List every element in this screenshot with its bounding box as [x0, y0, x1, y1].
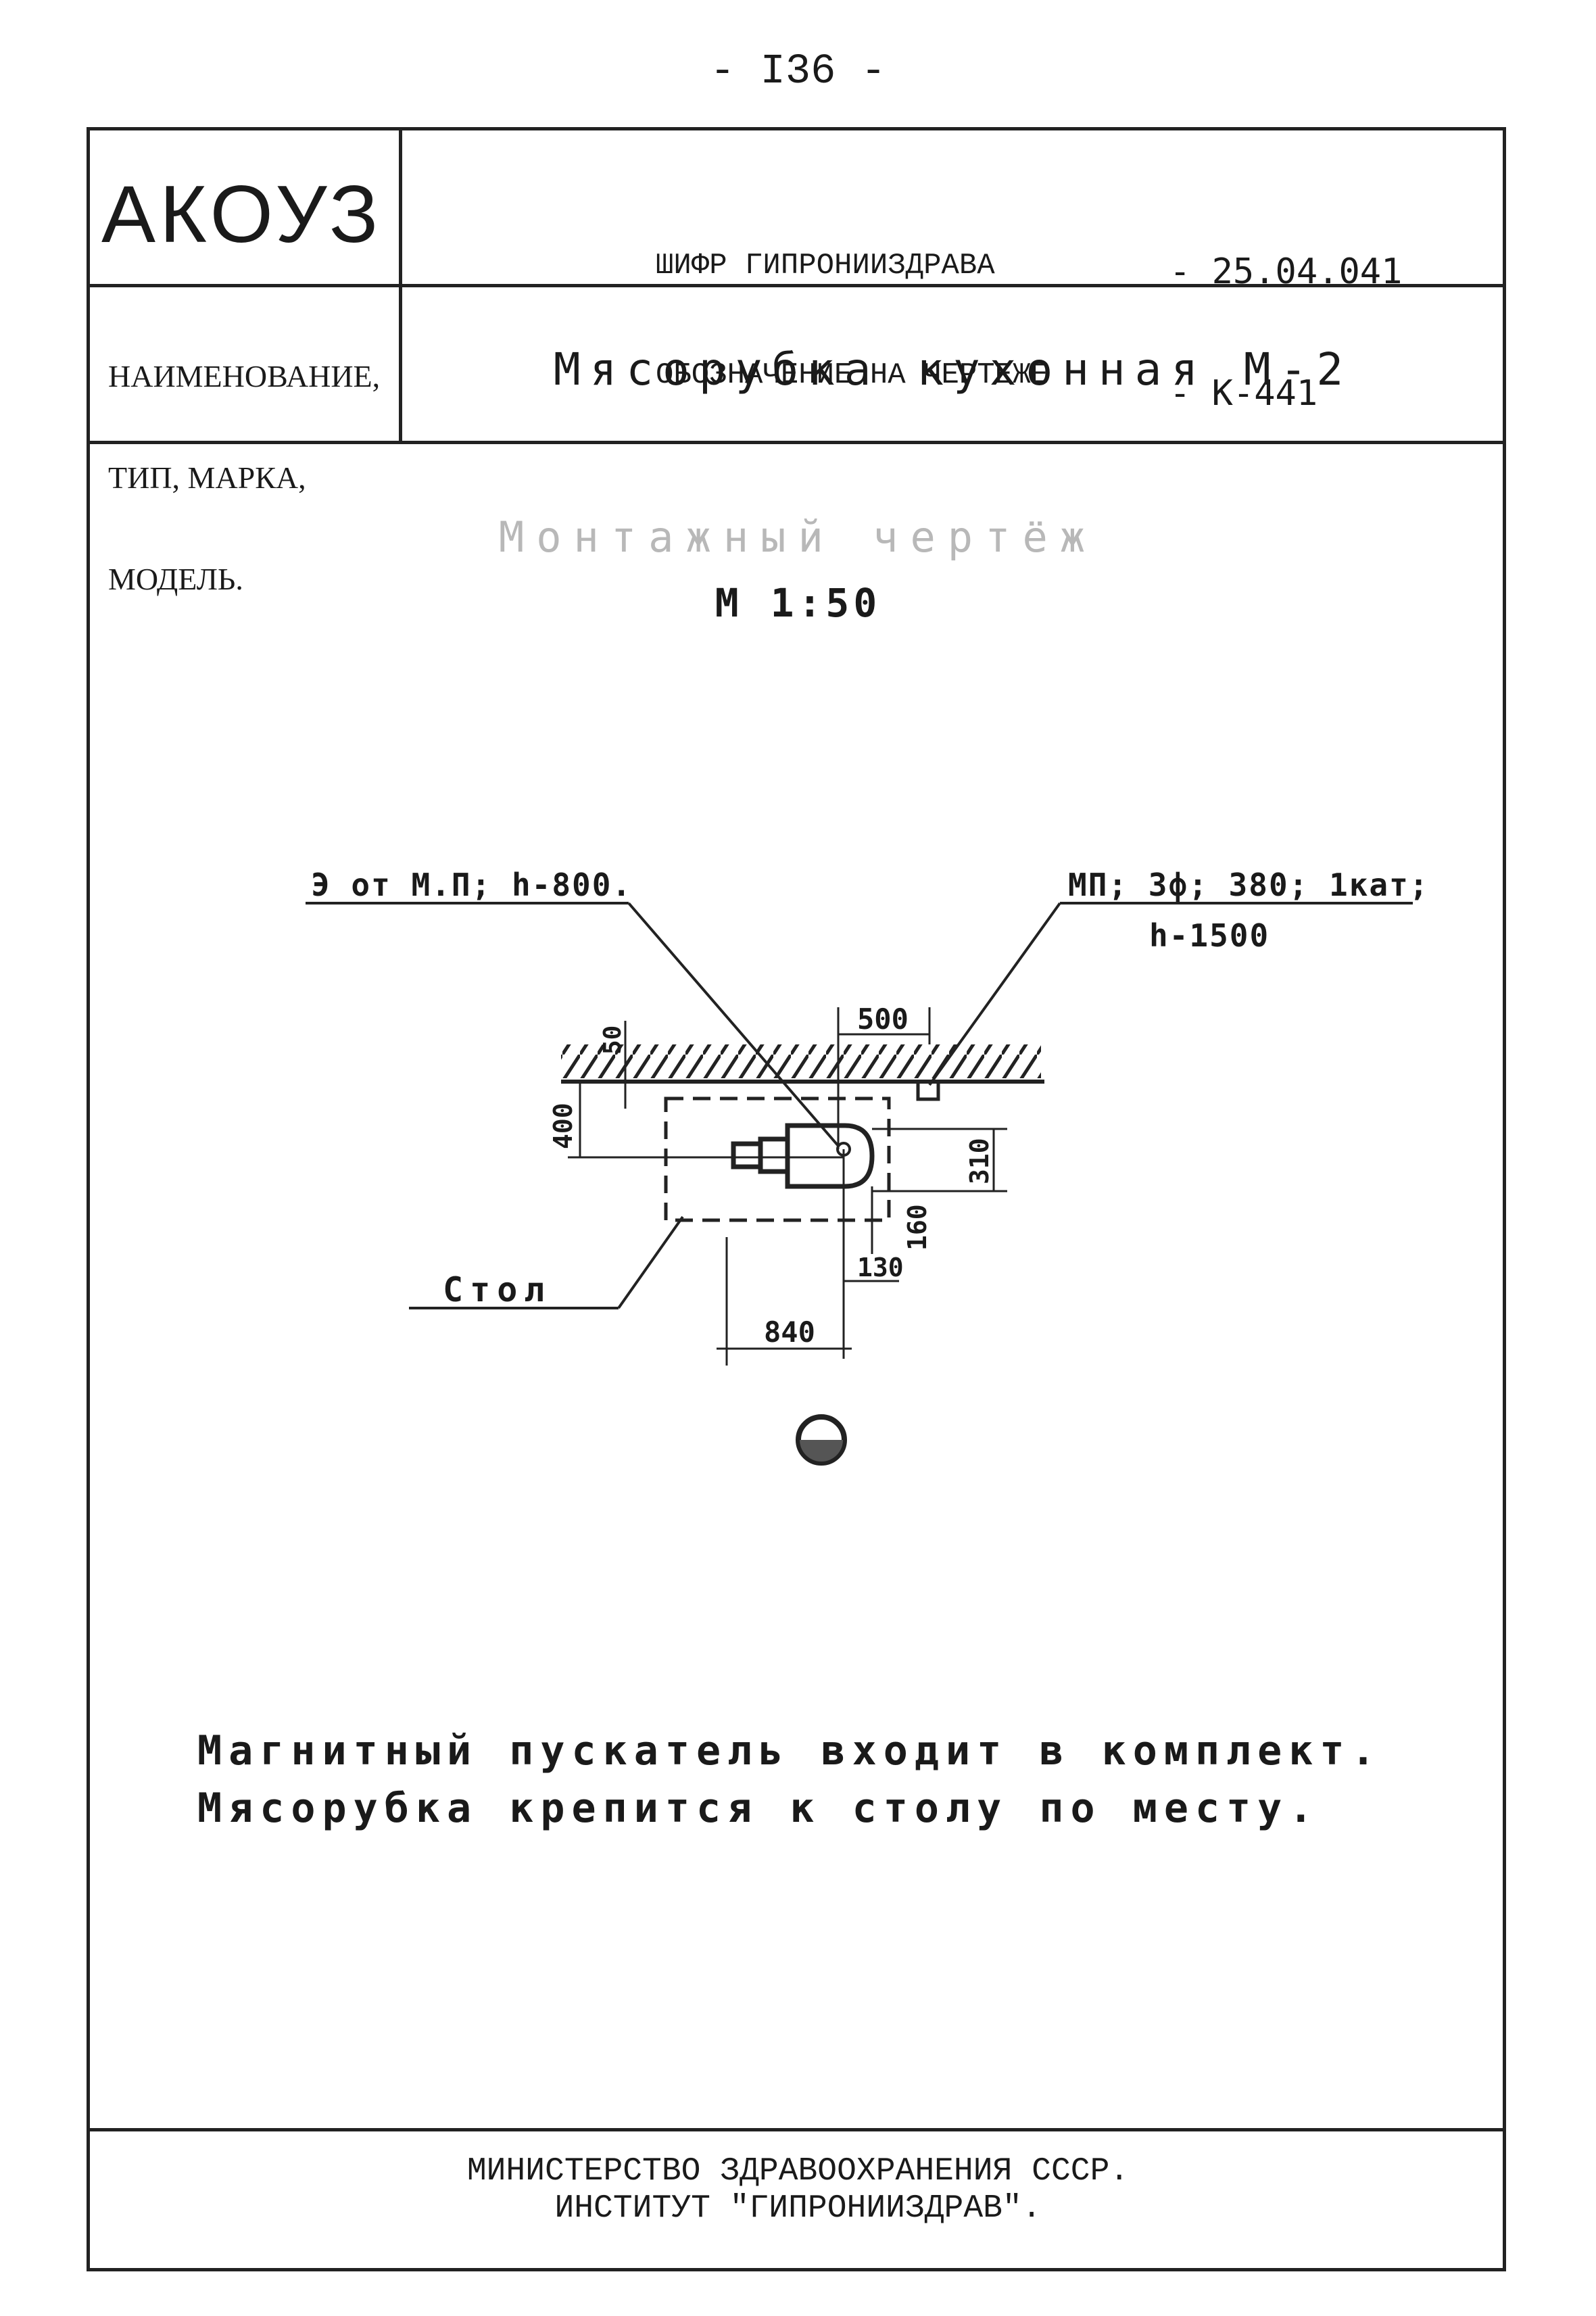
drawing-title-faded: Монтажный чертёж [498, 512, 1098, 562]
footer-line-1: МИНИСТЕРСТВО ЗДРАВООХРАНЕНИЯ СССР. [466, 2153, 1130, 2190]
drawing-frame [87, 127, 1506, 2271]
dim-160-label: 160 [902, 1204, 932, 1251]
cipher-value-2: - K-441 [1169, 373, 1318, 414]
cipher-value-1: - 25.04.041 [1169, 251, 1403, 292]
note-line-2: Мясорубка крепится к столу по месту. [197, 1785, 1320, 1832]
dim-130-label: 130 [857, 1253, 904, 1282]
dim-400-label: 400 [548, 1103, 578, 1149]
magnetic-starter [916, 1080, 940, 1101]
callout-right-text-1: МП; 3ф; 380; 1кат; [1068, 867, 1430, 903]
orientation-mark [796, 1414, 847, 1466]
callout-left-leader [627, 902, 840, 1147]
cipher-values: - 25.04.041 - K-441 [1169, 170, 1402, 454]
dim-840-label: 840 [764, 1316, 815, 1349]
cipher-labels: ШИФР ГИПРОНИИЗДРАВА ОБОЗНАЧЕНИЕ НА ЧЕРТЕ… [656, 174, 1048, 430]
header-vertical-divider [399, 127, 402, 443]
meat-grinder-neck [758, 1136, 790, 1174]
meat-grinder-body [785, 1123, 875, 1189]
dim-310-label: 310 [965, 1138, 994, 1184]
model-name: Мясорубка кухонная М-2 [553, 343, 1353, 395]
cipher-label-2: ОБОЗНАЧЕНИЕ НА ЧЕРТЕЖЕ [656, 358, 1048, 392]
table-label-leader [617, 1215, 684, 1309]
naming-label-line: МОДЕЛЬ. [108, 562, 243, 596]
org-code: АКОУЗ [101, 169, 383, 260]
naming-divider [87, 441, 1506, 444]
footer-line-2: ИНСТИТУТ "ГИПРОНИИЗДРАВ". [554, 2190, 1042, 2227]
naming-label: НАИМЕНОВАНИЕ, ТИП, МАРКА, МОДЕЛЬ. [108, 292, 380, 630]
cipher-label-1: ШИФР ГИПРОНИИЗДРАВА [656, 249, 995, 283]
meat-grinder-nozzle [731, 1141, 763, 1169]
naming-label-line: ТИП, МАРКА, [108, 460, 306, 495]
header-divider [87, 284, 1506, 287]
dim-500-label: 500 [857, 1003, 909, 1036]
footer-divider [87, 2128, 1506, 2131]
dim-50-label: 50 [599, 1026, 627, 1055]
drawing-scale: М 1:50 [715, 580, 881, 626]
callout-right-text-2: h-1500 [1149, 917, 1269, 954]
callout-left-text: Э от М.П; h-800. [311, 867, 632, 903]
naming-label-line: НАИМЕНОВАНИЕ, [108, 359, 381, 393]
orientation-mark-fill [800, 1440, 843, 1462]
callout-right-leader [928, 902, 1061, 1086]
table-outline [664, 1096, 891, 1222]
note-line-1: Магнитный пускатель входит в комплект. [197, 1727, 1382, 1775]
page-number: - I36 - [710, 47, 886, 95]
table-label: Стол [443, 1270, 551, 1309]
wall-hatch [561, 1044, 1041, 1078]
